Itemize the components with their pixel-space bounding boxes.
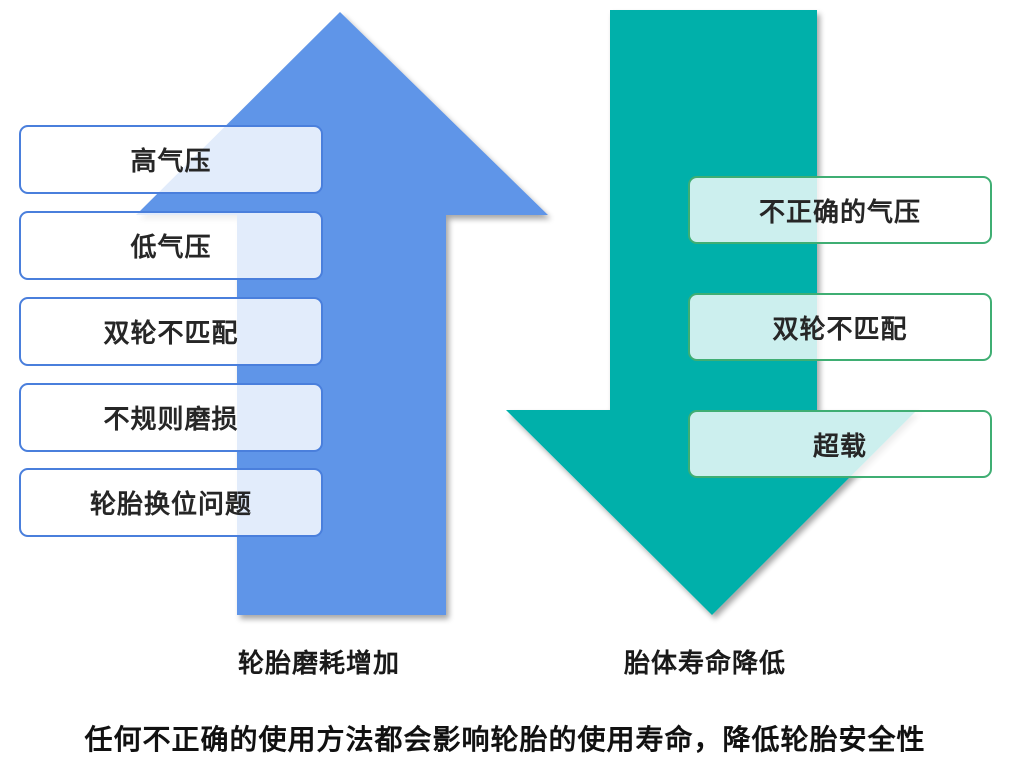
cause-box-dual-mismatch-right: 双轮不匹配	[688, 293, 992, 361]
cause-box-rotation-issue: 轮胎换位问题	[19, 468, 323, 537]
cause-box-high-pressure: 高气压	[19, 125, 323, 194]
cause-box-irregular-wear: 不规则磨损	[19, 383, 323, 452]
cause-box-label: 双轮不匹配	[103, 319, 239, 349]
cause-box-overload: 超载	[688, 410, 992, 478]
cause-box-low-pressure: 低气压	[19, 211, 323, 280]
right-arrow-label: 胎体寿命降低	[624, 649, 787, 679]
bottom-caption: 任何不正确的使用方法都会影响轮胎的使用寿命，降低轮胎安全性	[84, 723, 926, 756]
cause-box-dual-mismatch: 双轮不匹配	[19, 297, 323, 366]
cause-box-label: 高气压	[130, 147, 212, 177]
cause-box-label: 轮胎换位问题	[89, 490, 252, 520]
cause-box-label: 不规则磨损	[103, 405, 239, 435]
cause-box-label: 双轮不匹配	[772, 314, 908, 345]
cause-box-incorrect-pressure: 不正确的气压	[688, 176, 992, 244]
cause-box-label: 低气压	[130, 233, 212, 263]
left-arrow-label: 轮胎磨耗增加	[238, 649, 401, 679]
cause-box-label: 不正确的气压	[758, 197, 921, 228]
cause-box-label: 超载	[812, 431, 867, 462]
